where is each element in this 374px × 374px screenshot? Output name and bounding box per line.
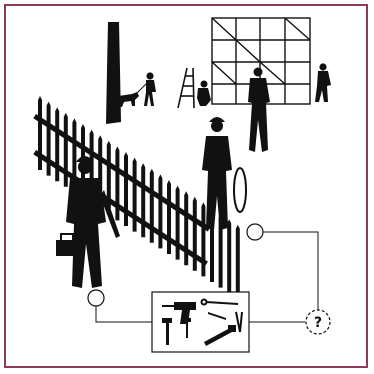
fence-callout-circle [247,224,263,240]
fence-picket [193,197,197,271]
fence-picket [38,96,42,170]
ladder-icon [178,68,194,108]
cable-worker-icon [202,117,246,230]
fence-picket [167,180,171,254]
fence-picket [236,225,240,299]
fence-picket [176,186,180,260]
fence-picket [55,107,59,181]
fence-picket [115,146,119,220]
tool-panel [152,292,249,352]
fence-picket [64,113,68,187]
fence-picket [227,219,231,293]
question-mark-icon: ? [306,310,330,334]
tree-icon [106,22,121,124]
fence-picket [158,174,162,248]
fence-picket [150,169,154,243]
question-mark-text: ? [314,315,322,331]
fence-picket [47,102,51,176]
fence-picket [141,163,145,237]
fence-picket [124,152,128,226]
fence-picket [201,202,205,276]
worker-callout-circle [88,290,104,306]
fence-picket [133,158,137,232]
dog-walker-icon [118,72,156,107]
fence-picket [184,191,188,265]
